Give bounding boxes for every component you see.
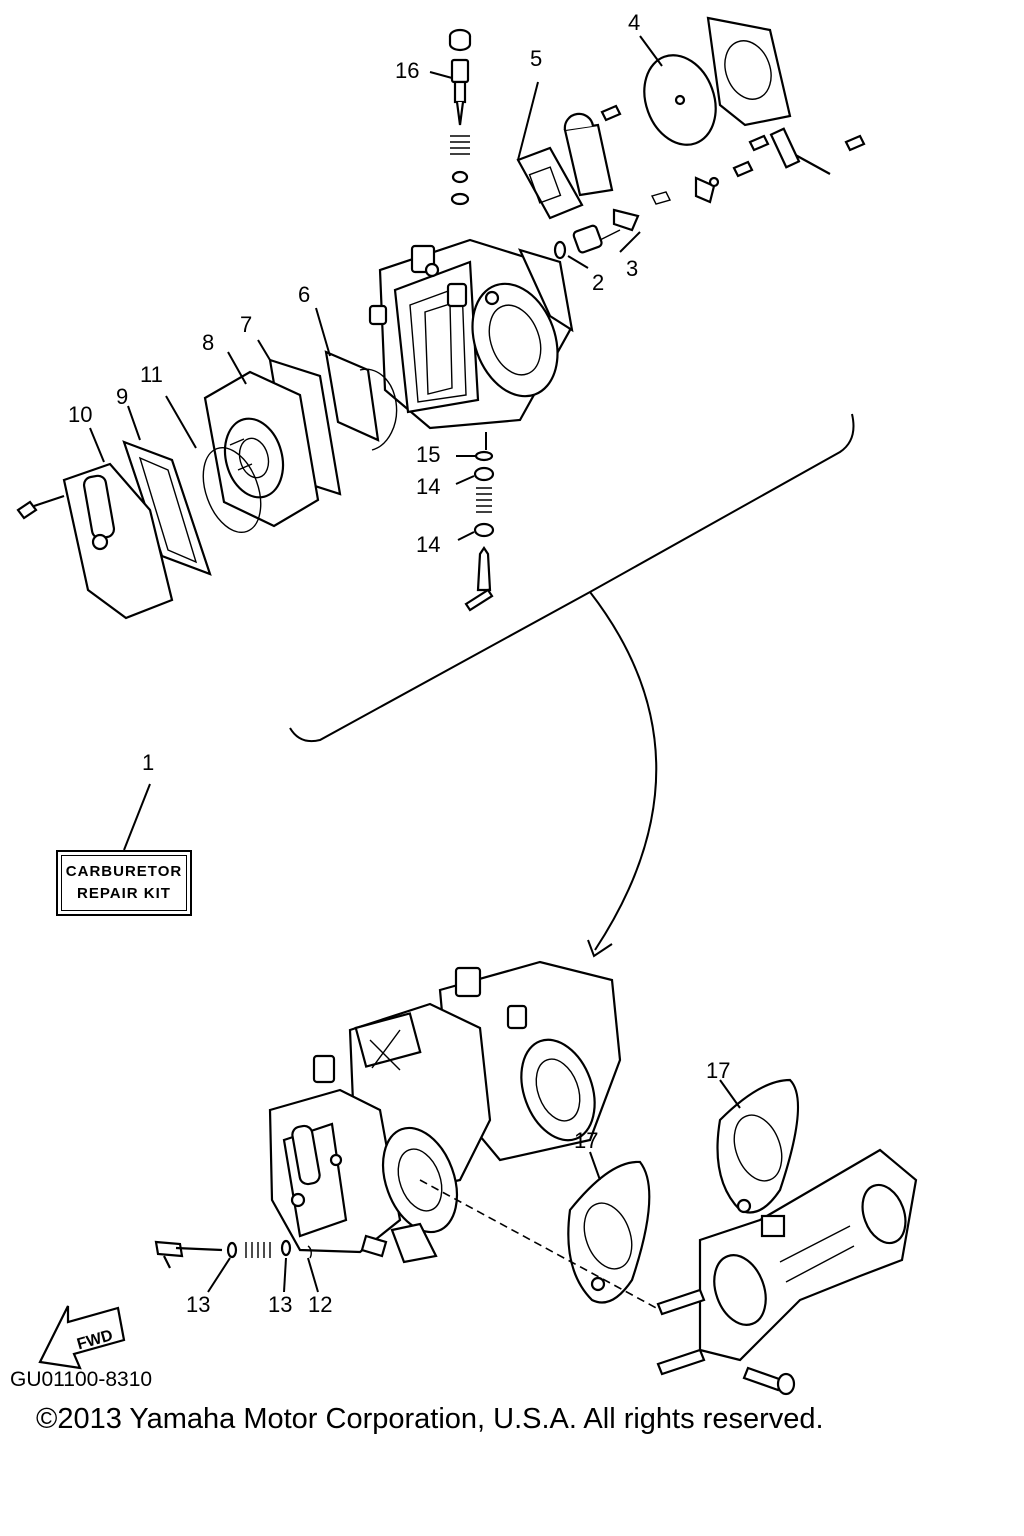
idle-screw-set: [154, 1239, 312, 1269]
callout-13a: 13: [186, 1292, 210, 1317]
callout-13b: 13: [268, 1292, 292, 1317]
callout-1: 1: [142, 750, 154, 775]
callout-6: 6: [298, 282, 310, 307]
callout-14a: 14: [416, 474, 440, 499]
screws-upper: [600, 104, 866, 232]
callout-11: 11: [140, 362, 163, 387]
callout-17a: 17: [706, 1058, 730, 1083]
part-5-gasket: [516, 146, 584, 220]
part-2-clip: [553, 240, 567, 260]
part-10-cover: [62, 462, 174, 620]
carburetor-body: [368, 238, 574, 430]
part-16-adjust-screw: [448, 28, 472, 206]
part-8-pump-body: [203, 370, 320, 528]
intake-manifold: [656, 1148, 918, 1396]
jet-stack: [464, 450, 495, 612]
callout-8: 8: [202, 330, 214, 355]
carburetor-assembly: [268, 960, 622, 1264]
callout-3: 3: [626, 256, 638, 281]
leader-17a: [719, 1079, 741, 1109]
callout-5: 5: [530, 46, 542, 71]
assembly-brace: [289, 413, 855, 958]
callout-2: 2: [592, 270, 604, 295]
callout-12: 12: [308, 1292, 332, 1317]
part-17-gasket-front: [567, 1160, 651, 1304]
lever-bracket: [563, 112, 614, 197]
copyright-notice: ©2013 Yamaha Motor Corporation, U.S.A. A…: [36, 1403, 824, 1435]
carburetor-repair-kit-label: CARBURETOR REPAIR KIT: [56, 850, 192, 916]
part-3-needle-valve: [572, 224, 621, 254]
kit-line-1: CARBURETOR: [65, 863, 183, 880]
part-4-diaphragm: [643, 54, 717, 146]
leader-13a: [207, 1257, 231, 1293]
part-11-o-ring: [202, 447, 262, 533]
part-6-gasket: [324, 350, 398, 451]
leader-13b: [283, 1257, 287, 1293]
callout-14b: 14: [416, 532, 440, 557]
leader-1: [123, 783, 151, 851]
kit-line-2: REPAIR KIT: [77, 885, 171, 902]
cover-screw: [16, 494, 65, 520]
alignment-line: [419, 1179, 661, 1311]
callout-9: 9: [116, 384, 128, 409]
callout-15: 15: [416, 442, 440, 467]
leader-lines-upper: [89, 35, 663, 541]
leader-12: [307, 1257, 319, 1293]
diagram-reference-code: GU01100-8310: [10, 1368, 153, 1391]
callout-16: 16: [395, 58, 419, 83]
pump-cover: [706, 16, 792, 127]
part-17-gasket-rear: [716, 1078, 800, 1214]
forward-arrow-icon: FWD: [38, 1305, 126, 1370]
callout-4: 4: [628, 10, 640, 35]
callout-10: 10: [68, 402, 92, 427]
callout-7: 7: [240, 312, 252, 337]
callout-17b: 17: [574, 1128, 598, 1153]
leader-17b: [589, 1151, 601, 1181]
